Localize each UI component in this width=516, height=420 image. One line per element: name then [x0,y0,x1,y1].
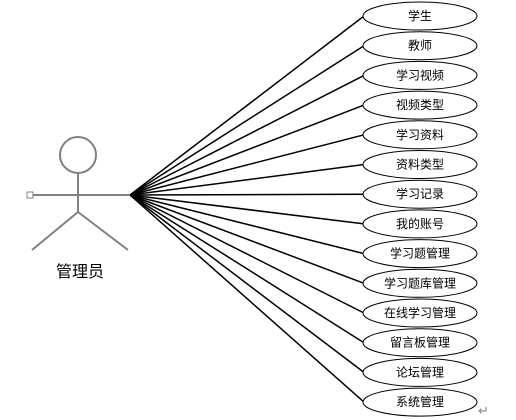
use-case-label: 系统管理 [396,394,444,409]
association-line [129,134,365,196]
association-line [129,74,365,196]
use-case-ellipse [362,387,478,417]
use-case-label: 教师 [408,38,432,53]
use-case-label: 留言板管理 [390,335,450,350]
association-line [129,15,365,196]
association-line [129,194,365,403]
association-lines [129,15,365,403]
paragraph-mark: ↵ [478,404,489,419]
use-case: 学习视频 [362,60,478,90]
use-case-ellipse [362,357,478,387]
use-case: 资料类型 [362,150,478,179]
use-case: 系统管理 [362,387,478,417]
actor: 管理员 [26,136,130,281]
actor-right-leg [77,211,129,251]
use-case-ellipse [362,268,478,298]
use-case-ellipse [362,90,478,120]
use-case-label: 学习记录 [396,186,444,201]
actor-left-leg [31,211,79,251]
use-case-ellipse [362,31,478,61]
association-line [129,194,365,285]
association-line [129,194,365,255]
use-case-ellipse [362,150,478,179]
association-line [129,193,365,196]
use-case-label: 资料类型 [396,158,444,172]
use-case: 视频类型 [362,90,478,120]
use-case: 教师 [362,31,478,61]
association-line [129,194,365,225]
association-line [129,45,365,196]
use-case-ellipse [362,179,478,209]
use-case-label: 论坛管理 [396,364,444,379]
association-line [129,104,365,196]
use-case-label: 学习题库管理 [384,275,456,290]
use-case: 学习题库管理 [362,268,478,298]
use-case-label: 视频类型 [396,97,444,112]
association-line [129,194,365,314]
use-case: 学习题管理 [362,239,478,269]
use-case-ellipse [362,328,478,358]
association-line [129,163,365,196]
selection-handle [26,191,34,199]
use-case-list: 学生教师学习视频视频类型学习资料资料类型学习记录我的账号学习题管理学习题库管理在… [362,1,478,417]
use-case-label: 学习资料 [396,127,444,142]
use-case-ellipse [362,1,478,31]
use-case-ellipse [362,60,478,90]
use-case-ellipse [362,209,478,239]
use-case: 学生 [362,1,478,31]
use-case: 学习记录 [362,179,478,209]
use-case-label: 学习视频 [396,67,444,82]
use-case: 学习资料 [362,120,478,150]
use-case: 留言板管理 [362,328,478,358]
use-case: 在线学习管理 [362,298,478,328]
use-case-label: 学生 [408,8,432,23]
association-line [129,194,365,373]
association-line [129,194,365,344]
use-case-label: 在线学习管理 [384,305,456,320]
use-case-label: 我的账号 [396,216,444,231]
use-case: 我的账号 [362,209,478,239]
use-case: 论坛管理 [362,357,478,387]
actor-head [59,136,97,174]
use-case-label: 学习题管理 [390,246,450,261]
use-case-ellipse [362,239,478,269]
use-case-ellipse [362,298,478,328]
use-case-ellipse [362,120,478,150]
actor-label: 管理员 [56,262,104,281]
